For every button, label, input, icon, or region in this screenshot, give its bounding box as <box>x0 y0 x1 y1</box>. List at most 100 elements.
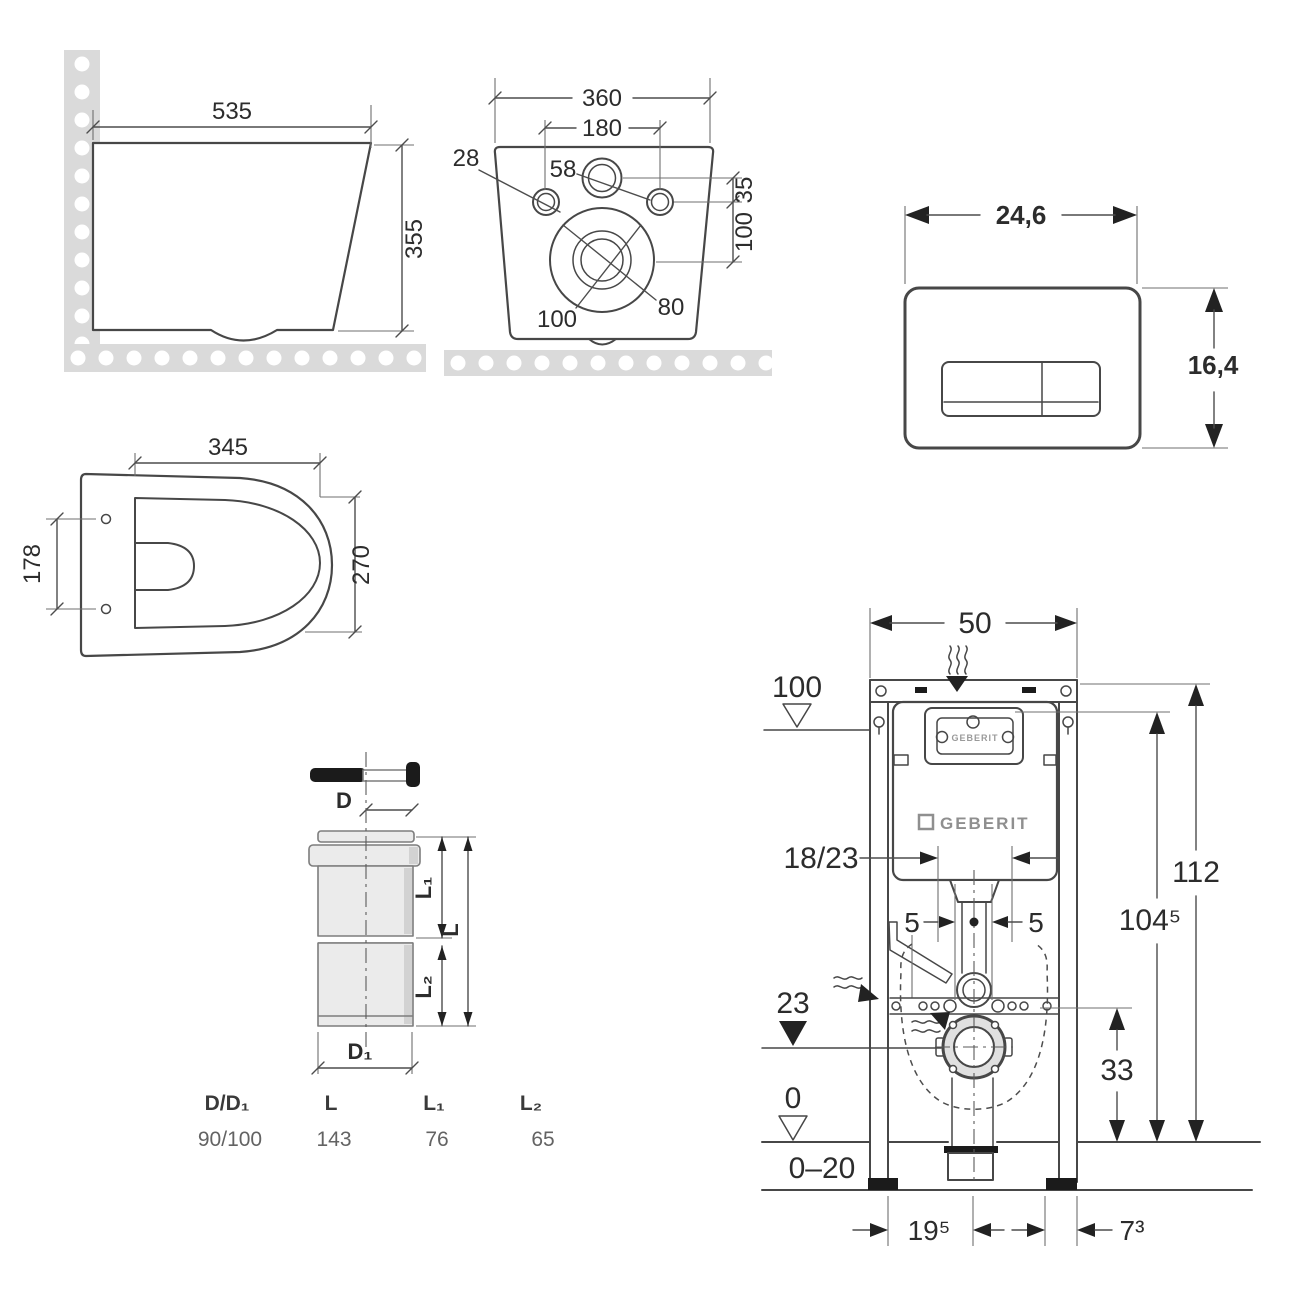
dim-label-d: D <box>336 788 352 813</box>
toilet-back-drain-bump <box>588 338 617 346</box>
access-window: GEBERIT <box>924 707 1024 765</box>
table-header-l2: L₂ <box>520 1092 542 1115</box>
wall-bracket <box>888 921 953 998</box>
dim-label-5-left: 5 <box>904 907 920 938</box>
dim-label-5-right: 5 <box>1028 907 1044 938</box>
flush-buttons <box>941 361 1101 417</box>
connector-table: D/D₁ L L₁ L₂ 90/100 143 76 65 <box>198 1092 555 1151</box>
flush-plate-outline <box>903 286 1142 450</box>
dim-label-d1: D₁ <box>348 1039 373 1064</box>
dim-label-100-drain: 100 <box>537 306 577 333</box>
dim-112: 112 <box>1080 683 1220 1142</box>
table-value-dd1: 90/100 <box>198 1128 262 1151</box>
centerlines <box>935 905 1013 1185</box>
dim-16-4: 16,4 <box>1142 287 1239 449</box>
frame-top-rail <box>869 679 1078 703</box>
dim-label-345: 345 <box>208 434 248 461</box>
floor-hatch <box>64 344 426 372</box>
dim-label-58: 58 <box>550 156 577 183</box>
dim-label-28: 28 <box>453 145 480 172</box>
level-label-100: 100 <box>772 671 822 704</box>
dim-18-23: 18/23 <box>783 842 1059 942</box>
seat-outer-outline <box>79 472 334 658</box>
dim-180: 180 <box>538 115 667 190</box>
dim-345: 345 <box>128 434 360 498</box>
connector-pipe-view: D L₁ L₂ <box>198 752 555 1151</box>
frame-rail-left <box>869 679 889 1183</box>
pipe-pin <box>310 762 420 787</box>
cistern-body <box>891 700 1059 882</box>
dim-104-5: 104⁵ <box>1015 711 1182 1142</box>
dim-right-35-100: 35 100 <box>623 171 758 269</box>
dim-label-355: 355 <box>401 219 428 259</box>
dim-355: 355 <box>338 138 428 338</box>
dim-label-l1: L₁ <box>411 877 436 900</box>
dim-d1: D₁ <box>311 1032 419 1075</box>
hanger-hooks <box>873 716 1074 735</box>
below-floor-drain <box>944 1077 998 1181</box>
odor-symbol-bowl <box>911 1012 950 1033</box>
dim-label-35: 35 <box>731 177 758 204</box>
toilet-back-view: 360 180 58 28 80 100 <box>444 78 774 376</box>
dim-360: 360 <box>488 78 717 143</box>
seat-inner-outline <box>134 497 321 629</box>
dim-label-18-23: 18/23 <box>783 842 858 875</box>
table-value-l: 143 <box>316 1128 351 1151</box>
dim-label-7-3: 7³ <box>1120 1215 1145 1246</box>
dim-label-16-4: 16,4 <box>1188 350 1239 380</box>
toilet-side-view: 535 355 <box>64 50 428 372</box>
frame-foot-left <box>868 1178 898 1190</box>
cistern-brand: GEBERIT <box>917 813 1030 833</box>
dim-label-270: 270 <box>348 545 375 585</box>
table-header-dd1: D/D₁ <box>205 1092 250 1115</box>
dim-label-180: 180 <box>582 115 622 142</box>
dim-label-19-5: 19⁵ <box>908 1215 951 1246</box>
seat-top-view: 345 178 270 <box>19 434 375 658</box>
odor-symbol-left <box>833 976 879 1002</box>
dim-l2: L₂ <box>411 945 447 1027</box>
frame-rail-right <box>1058 679 1078 1183</box>
dim-24-6: 24,6 <box>904 200 1138 284</box>
dim-5-5: 5 5 <box>904 870 1044 1000</box>
dim-178: 178 <box>19 512 96 616</box>
dim-label-24-6: 24,6 <box>996 200 1047 230</box>
dim-label-104-5: 104⁵ <box>1119 904 1182 937</box>
drain-circles <box>549 207 655 313</box>
floor-hatch-2 <box>444 350 774 376</box>
drain-leaders: 80 100 <box>537 224 685 333</box>
mounting-holes <box>532 157 674 216</box>
dim-label-33: 33 <box>1100 1054 1133 1087</box>
dim-bottom: 19⁵ 7³ <box>852 1196 1145 1246</box>
level-label-23: 23 <box>776 987 809 1020</box>
pipe-body <box>308 830 421 1027</box>
hinge-hole-bottom <box>100 603 112 615</box>
dim-label-535: 535 <box>212 98 252 125</box>
dim-l1: L₁ <box>411 836 476 939</box>
cistern: GEBERIT GEBERIT <box>891 700 1059 882</box>
installation-frame-view: GEBERIT GEBERIT <box>761 607 1261 1246</box>
dim-label-360: 360 <box>582 85 622 112</box>
table-header-l1: L₁ <box>423 1092 445 1115</box>
toilet-body-outline <box>91 141 373 342</box>
mounting-plate <box>889 997 1060 1015</box>
leader-58: 58 <box>550 156 651 201</box>
dim-l: L <box>416 836 476 1027</box>
dim-535: 535 <box>86 98 378 148</box>
cistern-brand-label: GEBERIT <box>940 814 1030 833</box>
dim-33: 33 <box>1040 1007 1134 1142</box>
dim-label-100-vert: 100 <box>731 212 758 252</box>
table-value-l1: 76 <box>425 1128 448 1151</box>
table-header-l: L <box>325 1092 338 1115</box>
dim-label-80: 80 <box>658 294 685 321</box>
level-0: 0 <box>778 1082 808 1141</box>
dim-label-112: 112 <box>1172 856 1220 889</box>
dim-label-l: L <box>438 923 463 936</box>
table-value-l2: 65 <box>531 1128 554 1151</box>
range-label-0-20: 0–20 <box>789 1152 856 1185</box>
window-brand-label: GEBERIT <box>951 733 998 743</box>
hinge-hole-top <box>100 513 112 525</box>
dim-50: 50 <box>869 607 1078 678</box>
leader-28: 28 <box>453 145 561 213</box>
